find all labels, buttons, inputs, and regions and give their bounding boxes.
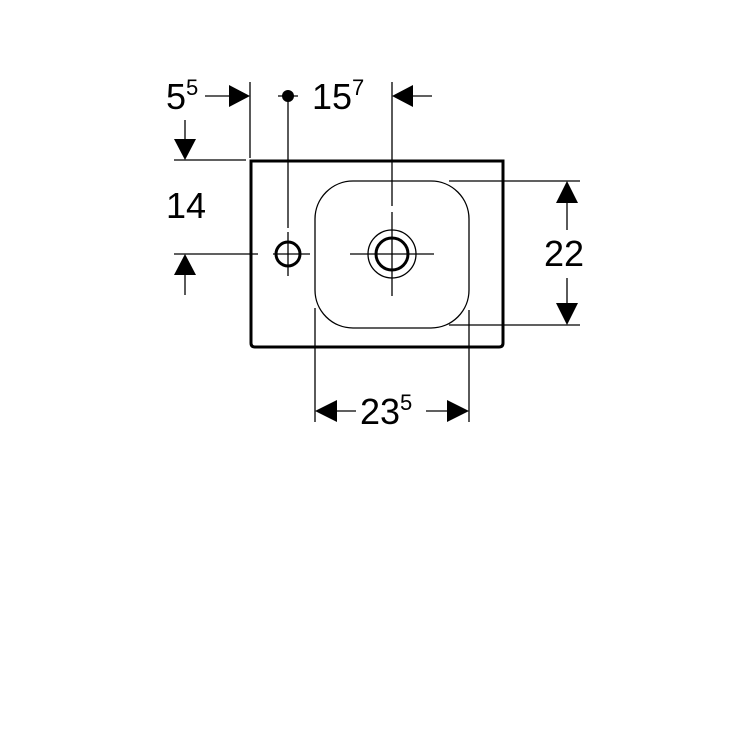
dimension-label-bowl-width: 235 <box>360 390 413 432</box>
tap-hole <box>273 100 310 276</box>
arrow-down-icon <box>174 139 196 160</box>
waste-outlet <box>350 82 434 296</box>
dimension-label-tap-offset: 55 <box>166 75 199 117</box>
dimension-label-bowl-depth: 22 <box>544 233 585 274</box>
arrow-up-icon <box>556 181 578 203</box>
dimension-label-tap-depth: 14 <box>166 185 207 226</box>
arrow-up-icon <box>174 254 196 275</box>
arrow-right-icon <box>229 85 250 107</box>
arrow-right-icon <box>447 400 469 422</box>
outer-basin-outline <box>249 159 505 349</box>
dimension-label-tap-to-waste: 157 <box>312 75 365 117</box>
arrow-left-icon <box>392 85 413 107</box>
arrow-left-icon <box>315 400 337 422</box>
arrow-down-icon <box>556 303 578 325</box>
